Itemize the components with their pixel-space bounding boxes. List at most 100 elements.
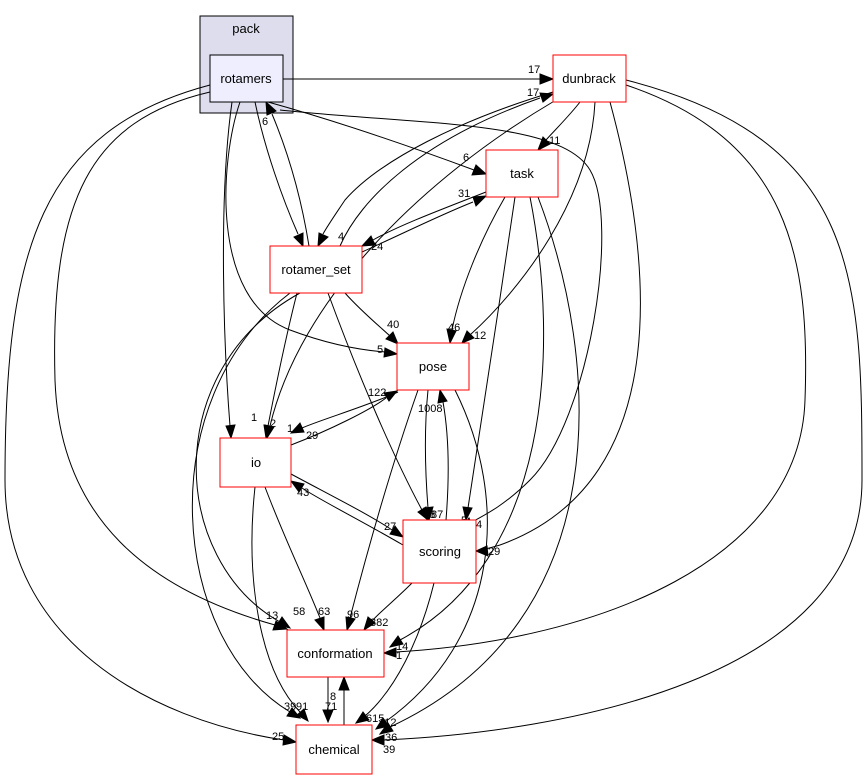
edge-rotamers-rotamer-set — [254, 101, 299, 235]
edge-rotamer-set-rotamers — [271, 113, 310, 247]
edge-pose-io-arrowhead — [289, 422, 305, 434]
edge-io-conformation-arrowhead — [314, 616, 325, 632]
edge-rotamer-set-scoring — [327, 292, 423, 511]
node-label-rotamer-set: rotamer_set — [281, 262, 351, 277]
node-task[interactable]: task — [485, 149, 559, 198]
nodes: rotamers dunbrack task rotamer_set pose … — [209, 54, 627, 775]
edge-rotamer-set-dunbrack-arrowhead — [539, 92, 555, 103]
edge-label-pose-scoring: 1008 — [418, 403, 442, 415]
edge-io-conformation — [264, 486, 321, 619]
edge-rotamer-set-io — [267, 292, 298, 427]
edge-label-rotamer-set-rotamers: 6 — [262, 116, 268, 128]
node-rotamers[interactable]: rotamers — [209, 54, 284, 103]
edge-label-dunbrack-conformation: 14 — [396, 641, 408, 653]
node-label-rotamers: rotamers — [220, 71, 272, 86]
edge-pose-conformation-arrowhead — [345, 616, 356, 632]
edge-rotamers-chemical-arrowhead — [282, 734, 298, 746]
edge-task-rotamer-set — [372, 191, 487, 241]
edge-label-rotamers-dunbrack: 17 — [528, 64, 540, 76]
edge-scoring-conformation-arrowhead — [363, 616, 376, 632]
edge-conformation-chemical-arrowhead — [322, 709, 334, 724]
edge-task-scoring — [467, 196, 516, 509]
edge-io-pose-arrowhead — [383, 390, 399, 402]
edge-label-rotamer-set-io: 2 — [270, 418, 276, 430]
edge-label-rotamer-set-task: 31 — [458, 188, 470, 200]
edge-label-chemical-conformation: 8 — [330, 691, 336, 703]
edge-task-chemical-arrowhead — [378, 722, 394, 735]
edge-label-scoring-conformation: 382 — [370, 617, 388, 629]
edge-rotamer-set-rotamers-arrowhead — [265, 100, 277, 116]
edge-label-rotamer-set-scoring: 68 — [423, 509, 435, 521]
edge-label-scoring-io: 43 — [297, 487, 309, 499]
edge-label-dunbrack-chemical: 39 — [383, 744, 395, 756]
edge-dunbrack-scoring — [475, 101, 641, 552]
edge-dunbrack-chemical-arrowhead — [370, 734, 385, 746]
edge-pose-scoring-arrowhead — [423, 506, 434, 522]
edge-scoring-io — [301, 487, 404, 546]
cluster-label: pack — [232, 21, 260, 36]
edge-label-rotamer-set-chemical: 39 — [284, 701, 296, 713]
edge-label-pose-chemical: 112 — [379, 717, 397, 729]
edge-rotamers-io — [222, 101, 233, 427]
edge-label-task-pose: 46 — [448, 322, 460, 334]
node-dunbrack[interactable]: dunbrack — [552, 54, 627, 103]
edge-label-io-scoring: 27 — [384, 521, 396, 533]
edge-scoring-conformation — [371, 582, 413, 622]
edge-scoring-chemical-arrowhead — [354, 711, 370, 724]
edge-label-io-chemical: 91 — [296, 701, 308, 713]
edge-rotamer-set-task — [361, 201, 474, 253]
edge-label-dunbrack-rotamer-set: 4 — [338, 231, 344, 243]
edge-label-task-rotamer-set: 24 — [371, 241, 383, 253]
edge-pose-chemical — [384, 389, 488, 723]
edge-label-rotamers-conformation: 13 — [266, 610, 278, 622]
node-io[interactable]: io — [219, 437, 292, 488]
node-conformation[interactable]: conformation — [286, 629, 385, 678]
edge-dunbrack-scoring-arrowhead — [474, 545, 489, 557]
edge-label-rotamers-chemical: 25 — [272, 731, 284, 743]
edges — [4, 73, 863, 746]
edge-rotamers-task-arrowhead — [471, 164, 488, 176]
edge-rotamer-set-chemical-arrowhead — [286, 707, 302, 719]
edge-dunbrack-pose — [469, 101, 596, 336]
edge-dunbrack-conformation-arrowhead — [382, 647, 397, 658]
edge-chemical-conformation-arrowhead — [338, 675, 350, 691]
node-label-scoring: scoring — [419, 544, 461, 559]
edge-dunbrack-chemical — [383, 79, 863, 741]
edge-io-scoring — [290, 473, 393, 531]
edge-label-dunbrack-io: 1 — [287, 423, 293, 435]
edge-rotamers-conformation — [54, 91, 276, 626]
node-rotamer-set[interactable]: rotamer_set — [269, 245, 363, 294]
edge-scoring-pose — [442, 401, 449, 521]
edge-label-scoring-chemical: 615 — [366, 713, 384, 725]
edge-task-pose-arrowhead — [446, 328, 457, 345]
edge-rotamer-set-io-arrowhead — [263, 424, 274, 440]
edge-task-conformation-arrowhead — [388, 635, 404, 648]
edge-rotamers-rotamer-set-arrowhead — [293, 232, 304, 248]
edge-dunbrack-rotamer-set-arrowhead — [317, 232, 329, 248]
edge-rotamers-task — [267, 101, 475, 171]
node-chemical[interactable]: chemical — [295, 724, 373, 775]
edge-scoring-pose-arrowhead — [437, 388, 448, 404]
edge-task-conformation — [399, 196, 545, 641]
node-label-dunbrack: dunbrack — [562, 71, 616, 86]
edge-label-dunbrack-pose: 12 — [474, 330, 486, 342]
edge-label-conformation-chemical: 71 — [325, 701, 337, 713]
edge-rotamers-pose — [225, 101, 386, 353]
node-label-conformation: conformation — [297, 646, 372, 661]
edge-dunbrack-task-arrowhead — [537, 136, 551, 152]
node-scoring[interactable]: scoring — [402, 519, 477, 584]
edge-pose-scoring — [424, 389, 429, 509]
edge-pose-conformation — [349, 389, 419, 619]
edge-rotamer-set-chemical — [192, 292, 291, 713]
node-pose[interactable]: pose — [396, 342, 470, 391]
edge-label-rotamers-io: 1 — [251, 412, 257, 424]
edge-label-rotamer-set-dunbrack: 17 — [527, 87, 539, 99]
node-label-task: task — [510, 166, 534, 181]
edge-label-rotamers-scoring: 4 — [476, 519, 482, 531]
edge-rotamers-pose-arrowhead — [383, 347, 399, 358]
edge-rotamers-dunbrack-arrowhead — [539, 73, 555, 85]
edge-label-io-conformation: 63 — [318, 606, 330, 618]
edge-label-rotamer-set-conformation: 58 — [293, 606, 305, 618]
edge-task-rotamer-set-arrowhead — [360, 235, 376, 247]
